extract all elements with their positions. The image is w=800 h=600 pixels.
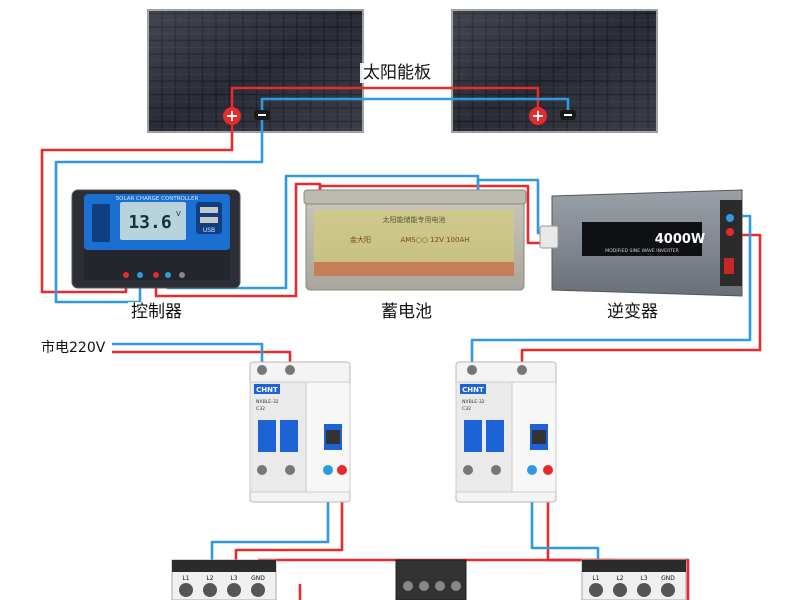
terminal-right-l3: L3 bbox=[640, 575, 647, 582]
svg-text:+: + bbox=[225, 106, 238, 125]
terminal-block-right bbox=[581, 559, 687, 600]
wire-grid-blue bbox=[112, 342, 264, 372]
terminal-right-l1: L1 bbox=[592, 575, 599, 582]
label-controller: 控制器 bbox=[128, 302, 185, 322]
breaker-left-model: NXBLE-32 bbox=[256, 399, 279, 405]
breaker-right bbox=[455, 361, 557, 503]
terminal-left-gnd: GND bbox=[251, 575, 265, 582]
label-inverter: 逆变器 bbox=[604, 302, 661, 322]
breaker-left-rating: C32 bbox=[256, 406, 265, 412]
label-solar-panel: 太阳能板 bbox=[360, 63, 434, 83]
wire-batt-inv-positive bbox=[318, 184, 548, 245]
breaker-right-model: NXBLE-32 bbox=[462, 399, 485, 405]
breaker-left-brand: CHNT bbox=[256, 386, 278, 394]
controller-display: 13.6 bbox=[128, 212, 171, 233]
wires bbox=[40, 86, 762, 600]
battery-top-text: 太阳能储能专用电池 bbox=[383, 215, 446, 224]
controller-header: SOLAR CHARGE CONTROLLER bbox=[116, 196, 199, 202]
inverter-subtitle: MODIFIED SINE WAVE INVERTER bbox=[605, 248, 679, 254]
wire-inv-out-red bbox=[520, 233, 762, 372]
svg-text:+: + bbox=[531, 106, 544, 125]
battery-brand: 金大阳 bbox=[350, 235, 371, 244]
terminal-left-l2: L2 bbox=[206, 575, 213, 582]
inverter-power: 4000W bbox=[655, 232, 706, 247]
solar-panel-right bbox=[451, 9, 658, 133]
terminal-right-l2: L2 bbox=[616, 575, 623, 582]
wire-inv-out-blue bbox=[470, 214, 752, 372]
breaker-right-brand: CHNT bbox=[462, 386, 484, 394]
inverter bbox=[539, 189, 743, 297]
label-battery: 蓄电池 bbox=[378, 302, 435, 322]
terminal-block-left bbox=[171, 559, 277, 600]
charge-controller bbox=[71, 189, 241, 289]
wire-panel-negative bbox=[54, 116, 264, 304]
controller-usb-label: USB bbox=[203, 227, 215, 234]
wire-panel-series-negative bbox=[260, 97, 570, 116]
label-grid: 市电220V bbox=[41, 340, 106, 356]
breaker-left bbox=[249, 361, 351, 503]
battery-spec: AMS○○ 12V 100AH bbox=[400, 236, 469, 244]
terminal-left-l3: L3 bbox=[230, 575, 237, 582]
terminal-left-l1: L1 bbox=[182, 575, 189, 582]
battery bbox=[303, 189, 527, 291]
controller-display-unit: V bbox=[176, 210, 181, 218]
panel-terminals: + + bbox=[223, 106, 576, 125]
terminal-right-gnd: GND bbox=[661, 575, 675, 582]
wire-panel-series-positive bbox=[230, 86, 540, 116]
breaker-right-rating: C32 bbox=[462, 406, 471, 412]
terminal-block-center bbox=[395, 559, 467, 600]
